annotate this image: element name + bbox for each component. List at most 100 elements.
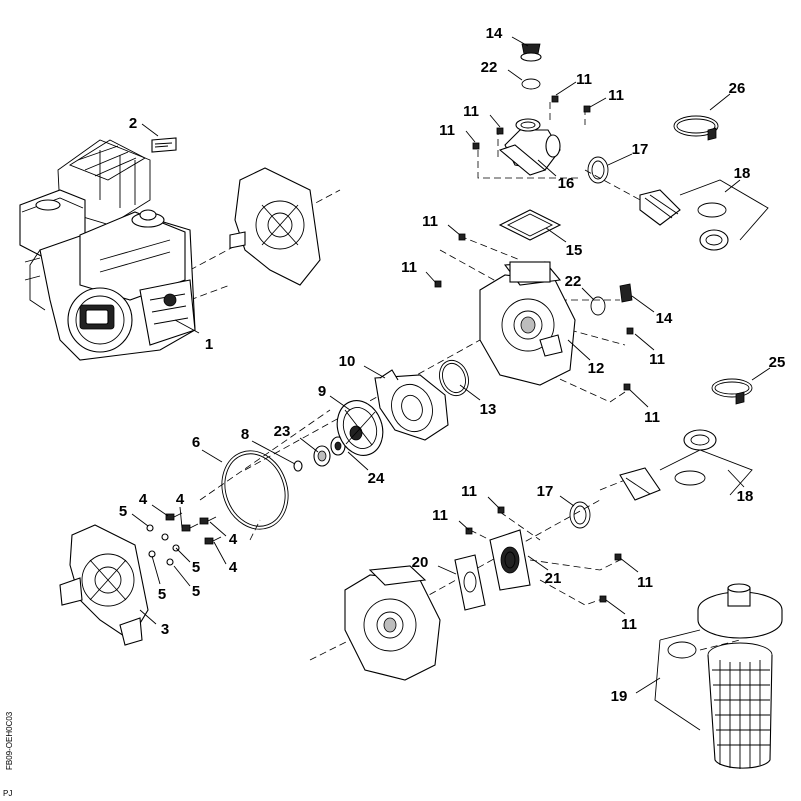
callout-label-c4a: 4 xyxy=(139,491,148,508)
callout-leader-c17a xyxy=(607,153,633,166)
callout-leader-c11d xyxy=(589,97,607,108)
callout-label-c5a: 5 xyxy=(119,503,127,520)
callout-leader-c14a xyxy=(511,36,529,47)
callout-label-c20: 20 xyxy=(412,554,429,571)
callout-label-c14b: 14 xyxy=(656,310,673,327)
callout-leader-c11a xyxy=(465,130,476,143)
gasket-ring-lower xyxy=(569,501,591,529)
callout-leader-c4a xyxy=(151,504,169,517)
fill-plug-top xyxy=(520,43,542,62)
callout-leader-c19 xyxy=(635,677,661,694)
callout-label-c11k: 11 xyxy=(637,574,653,591)
callout-leader-c4b xyxy=(179,506,183,529)
callout-label-c8: 8 xyxy=(241,426,249,443)
callout-label-c11h: 11 xyxy=(644,409,660,426)
callout-label-c26: 26 xyxy=(729,80,746,97)
callout-leader-c5a xyxy=(131,513,149,527)
callout-leader-c11k xyxy=(619,557,639,573)
engine-mount-plate xyxy=(229,167,321,286)
callout-label-c16: 16 xyxy=(558,175,575,192)
callout-leader-c13 xyxy=(459,384,481,401)
callout-label-c10: 10 xyxy=(339,353,356,370)
callout-leader-c3 xyxy=(139,609,157,625)
hose-fitting-upper xyxy=(639,179,769,251)
callout-label-c6: 6 xyxy=(192,434,200,451)
callout-label-c22a: 22 xyxy=(481,59,498,76)
callout-leader-c4c xyxy=(209,521,227,537)
callout-leader-c11g xyxy=(634,333,655,351)
callout-label-c18b: 18 xyxy=(737,488,754,505)
callout-label-c5b: 5 xyxy=(192,559,200,576)
callout-label-c11e: 11 xyxy=(422,213,438,230)
callout-label-c14a: 14 xyxy=(486,25,503,42)
volute-casing xyxy=(374,369,449,441)
callout-leader-c10 xyxy=(363,365,386,379)
callout-leader-c5b xyxy=(175,547,191,563)
callout-leader-c11l xyxy=(605,599,626,615)
callout-label-c4d: 4 xyxy=(229,559,238,576)
intake-flange xyxy=(489,529,531,591)
pump-housing xyxy=(479,261,576,386)
o-ring-volute xyxy=(439,359,469,397)
callout-label-c11g: 11 xyxy=(649,351,665,368)
strainer xyxy=(654,583,783,769)
callout-leader-c16 xyxy=(537,159,557,177)
callout-leader-c23 xyxy=(299,437,319,453)
pump-housing-rear xyxy=(344,565,441,681)
callout-label-c4c: 4 xyxy=(229,531,238,548)
callout-label-c24: 24 xyxy=(368,470,385,487)
bolts-11 xyxy=(434,95,634,603)
callout-leader-c11h xyxy=(629,389,649,408)
callout-label-c1: 1 xyxy=(205,336,213,353)
callout-label-c12: 12 xyxy=(588,360,605,377)
gasket-lower xyxy=(454,554,486,611)
hose-clamp-top xyxy=(673,115,719,141)
callout-label-c11i: 11 xyxy=(461,483,477,500)
discharge-elbow xyxy=(498,118,561,176)
callout-label-c11f: 11 xyxy=(401,259,417,276)
callout-label-c17b: 17 xyxy=(537,483,554,500)
callout-leader-c17b xyxy=(559,495,575,507)
callout-leader-c12 xyxy=(567,339,591,361)
hose-fitting-lower xyxy=(619,429,753,501)
callout-leader-c21 xyxy=(527,555,549,571)
callout-leader-c11j xyxy=(458,520,470,531)
callout-leader-c8 xyxy=(251,440,296,465)
callout-leader-c2 xyxy=(141,123,159,137)
hose-clamp-mid xyxy=(711,378,753,405)
callout-leader-c20 xyxy=(437,565,457,575)
gasket-ring-upper xyxy=(587,156,609,184)
callout-leader-c5d xyxy=(173,565,191,587)
callout-leader-c25 xyxy=(751,367,771,381)
callout-leader-c14b xyxy=(631,295,655,313)
callout-label-c5d: 5 xyxy=(192,583,200,600)
callout-label-c17a: 17 xyxy=(632,141,649,158)
callout-label-c22b: 22 xyxy=(565,273,582,290)
callout-leader-c15 xyxy=(545,227,567,243)
drain-plug-side xyxy=(590,283,633,316)
callout-leader-c24 xyxy=(347,451,369,471)
mounting-bracket xyxy=(59,524,149,646)
callout-leader-c11e xyxy=(447,224,461,236)
callout-label-c4b: 4 xyxy=(176,491,185,508)
callout-leader-c6 xyxy=(201,449,223,463)
gasket xyxy=(498,209,562,241)
callout-label-c11a: 11 xyxy=(439,122,455,139)
callout-label-c23: 23 xyxy=(274,423,291,440)
callout-leader-c18b xyxy=(727,469,745,488)
callout-label-c15: 15 xyxy=(566,242,583,259)
callout-label-c9: 9 xyxy=(318,383,326,400)
callout-leaders xyxy=(131,36,771,694)
callout-label-c5c: 5 xyxy=(158,586,166,603)
callout-leader-c5c xyxy=(151,555,161,585)
callout-label-c11l: 11 xyxy=(621,616,637,633)
o-ring-small xyxy=(293,460,303,472)
callout-leader-c9 xyxy=(329,395,351,411)
callout-leader-c11b xyxy=(489,114,501,128)
callout-label-c21: 21 xyxy=(545,570,562,587)
o-ring-large xyxy=(221,450,289,530)
label-plate xyxy=(151,137,177,153)
callout-leader-c18a xyxy=(724,179,741,193)
callout-leader-c4d xyxy=(213,541,227,565)
